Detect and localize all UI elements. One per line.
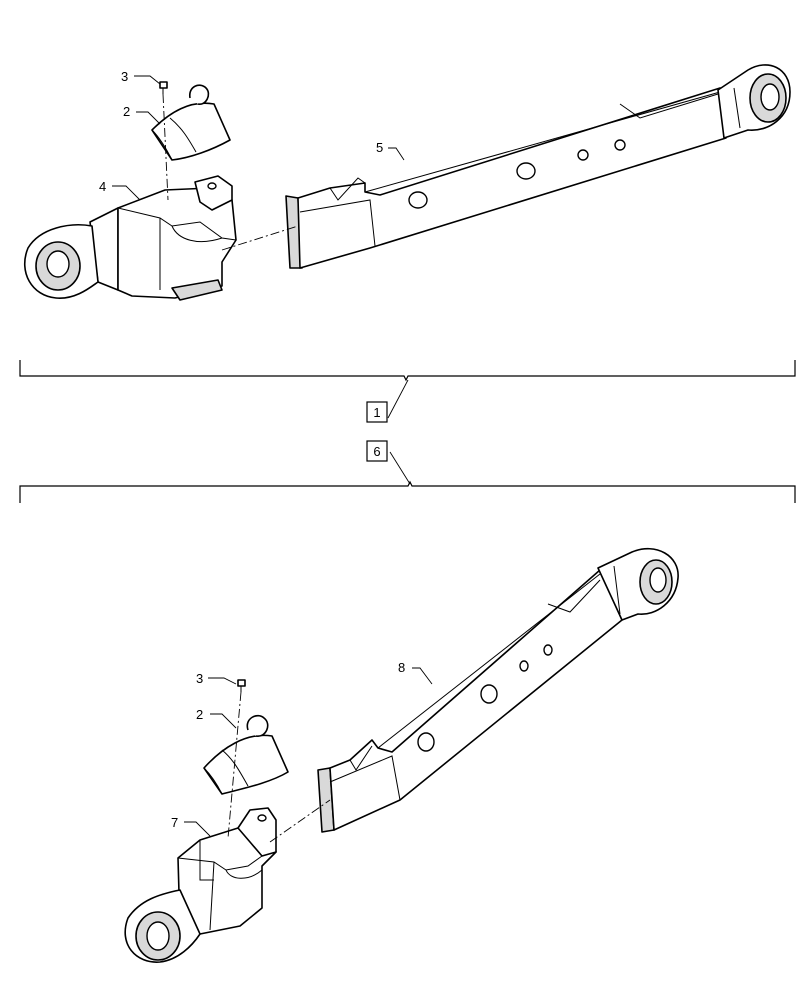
callout-5: 5 (376, 140, 383, 155)
callout-2-lower: 2 (196, 707, 203, 722)
reference-box-6: 6 (366, 440, 388, 462)
ball-joint-end-upper-right (717, 64, 791, 139)
latch-bracket-upper (151, 84, 231, 161)
hook-end-body-lower (177, 807, 277, 935)
assembly-bracket-6 (19, 480, 796, 503)
callout-2-upper: 2 (123, 104, 130, 119)
callout-8: 8 (398, 660, 405, 675)
callout-3-upper: 3 (121, 69, 128, 84)
ball-joint-end-lower-right (597, 547, 679, 621)
centerline-bolt-lower (227, 691, 242, 839)
callout-1: 1 (373, 405, 380, 420)
lift-arm-bar-upper (285, 87, 727, 269)
centerline-pin-upper (221, 225, 299, 251)
latch-bracket-lower (203, 714, 289, 795)
callout-3-lower: 3 (196, 671, 203, 686)
bolt-lower (237, 679, 246, 692)
callout-4: 4 (99, 179, 106, 194)
ball-joint-end-lower-left (124, 889, 201, 963)
callout-6: 6 (373, 444, 380, 459)
ball-joint-end-upper-left (23, 224, 99, 299)
centerline-pin-lower (269, 799, 331, 843)
bolt-upper (159, 81, 168, 94)
lift-arm-bar-lower (317, 569, 623, 833)
assembly-bracket-1 (19, 360, 796, 382)
hook-end-body-upper (89, 175, 237, 301)
callout-7: 7 (171, 815, 178, 830)
centerline-bolt-upper (162, 93, 169, 201)
reference-box-1: 1 (366, 401, 388, 423)
